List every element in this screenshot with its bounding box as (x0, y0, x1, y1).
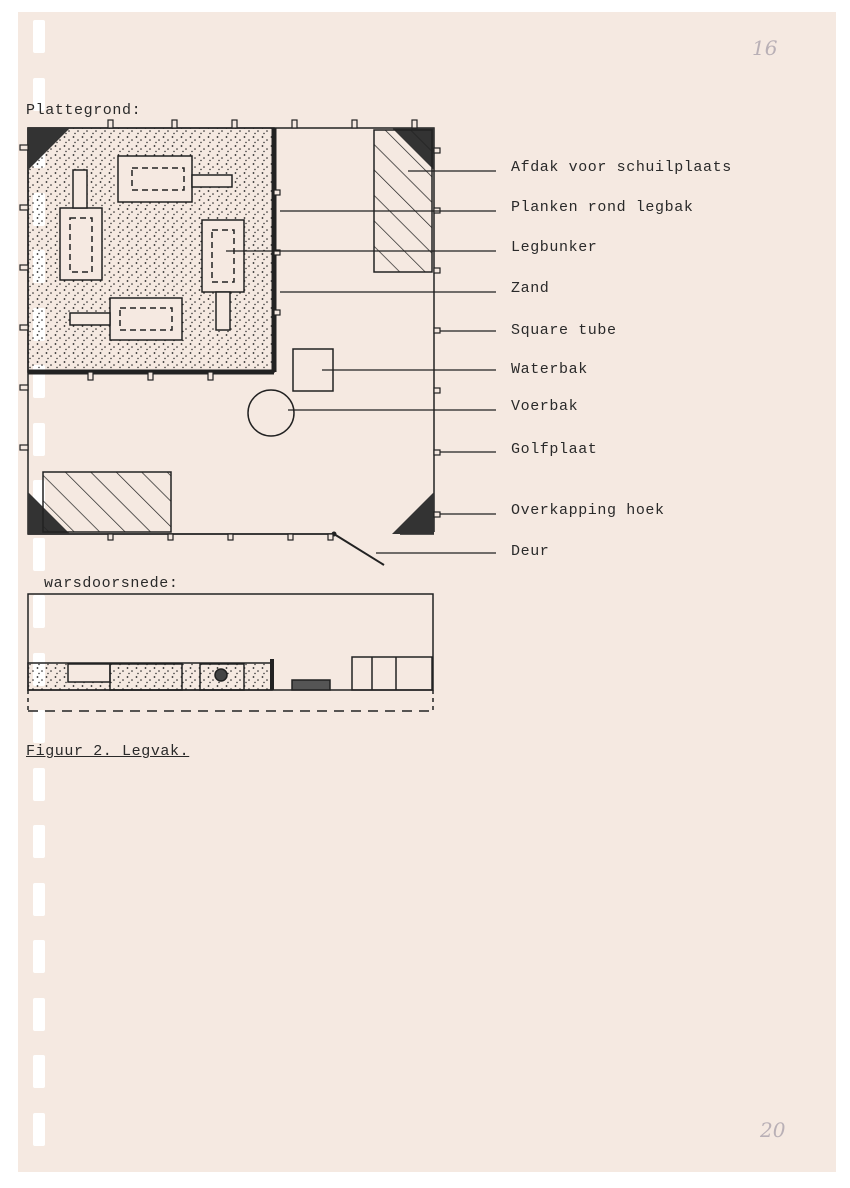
binding-hole (33, 1055, 45, 1088)
handwritten-note-top: 16 (752, 36, 778, 60)
label-voerbak: Voerbak (511, 398, 579, 415)
voerbak (247, 389, 295, 437)
label-waterbak: Waterbak (511, 361, 588, 378)
cross-section-sand (27, 662, 273, 691)
binding-hole (33, 882, 45, 916)
cross-section (27, 593, 434, 712)
label-square-tube: Square tube (511, 322, 617, 339)
cross-section-shelter (351, 656, 433, 691)
binding-hole (33, 1112, 45, 1146)
binding-hole (33, 595, 45, 628)
label-planken: Planken rond legbak (511, 199, 694, 216)
binding-hole (33, 940, 45, 973)
door-leaf (333, 533, 385, 566)
label-legbunker: Legbunker (511, 239, 598, 256)
binding-hole (33, 422, 45, 456)
hen-symbol (214, 668, 228, 682)
label-deur: Deur (511, 543, 550, 560)
corner-cover-br (392, 492, 434, 534)
legbunker-4 (69, 297, 183, 341)
corner-cover-tl (28, 128, 70, 170)
shelter-hatched-bottom (42, 471, 172, 533)
binding-hole (33, 537, 45, 571)
section-heading-plan: Plattegrond: (26, 102, 142, 119)
handwritten-page-number: 20 (760, 1118, 786, 1142)
binding-hole (33, 77, 45, 111)
binding-hole (33, 825, 45, 858)
leader-lines (226, 170, 496, 554)
label-golfplaat: Golfplaat (511, 441, 598, 458)
binding-hole (33, 710, 45, 743)
legbunker-2 (59, 169, 103, 281)
label-afdak: Afdak voor schuilplaats (511, 159, 732, 176)
legbunker-1 (117, 155, 233, 203)
binding-hole (33, 767, 45, 801)
section-heading-cross: warsdoorsnede: (44, 575, 179, 592)
binding-hole (33, 997, 45, 1031)
label-overkapping: Overkapping hoek (511, 502, 665, 519)
cross-section-waterbak (291, 679, 331, 691)
figure-caption: Figuur 2. Legvak. (26, 743, 190, 760)
label-zand: Zand (511, 280, 550, 297)
binding-hole (33, 20, 45, 53)
shelter-hatched-right (373, 129, 433, 273)
legbunker-3 (201, 219, 245, 331)
